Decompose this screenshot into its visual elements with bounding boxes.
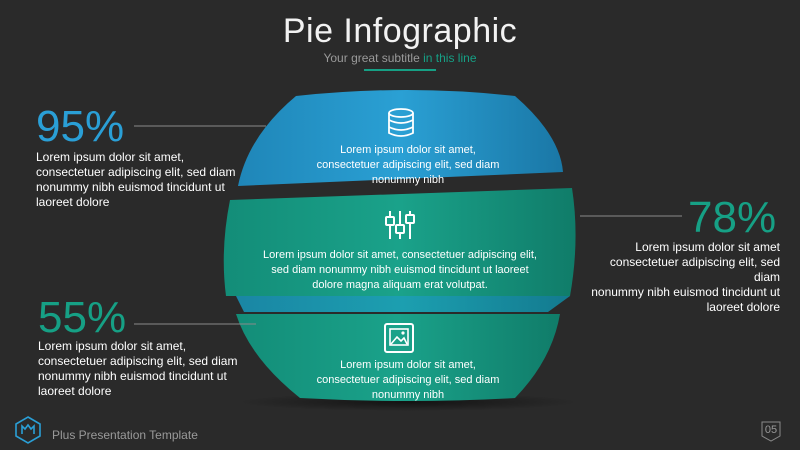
middle-segment-text: Lorem ipsum dolor sit amet, consectetuer… <box>263 249 537 291</box>
sphere-bottom-wedge <box>236 296 570 312</box>
title-underline <box>364 69 436 71</box>
footer-brand: Plus Presentation Template <box>52 428 198 442</box>
stat-text-78: Lorem ipsum dolor sit amet consectetuer … <box>591 240 780 314</box>
page-subtitle: Your great subtitle in this line <box>0 51 800 65</box>
sphere-top-segment <box>238 90 563 186</box>
stat-value-78: 78% <box>688 193 777 242</box>
page-title: Pie Infographic <box>282 12 518 50</box>
stat-text-55: Lorem ipsum dolor sit amet, consectetuer… <box>38 339 238 398</box>
subtitle-lead: Your great subtitle <box>323 51 420 65</box>
sliders-icon <box>384 208 416 242</box>
subtitle-accent: in this line <box>423 51 477 65</box>
brand-logo-icon <box>14 416 42 444</box>
bottom-segment-text: Lorem ipsum dolor sit amet, consectetuer… <box>316 359 500 401</box>
sphere-bottom-segment <box>236 314 560 401</box>
page-number: 05 <box>764 424 778 436</box>
stat-text-95: Lorem ipsum dolor sit amet, consectetuer… <box>36 150 236 209</box>
stat-value-55: 55% <box>38 293 127 342</box>
page-number-badge <box>761 421 781 442</box>
top-segment-text: Lorem ipsum dolor sit amet, consectetuer… <box>316 144 500 186</box>
image-icon <box>383 322 415 354</box>
sphere-middle-segment <box>223 188 576 296</box>
stat-value-95: 95% <box>36 102 125 151</box>
database-icon <box>384 106 418 140</box>
